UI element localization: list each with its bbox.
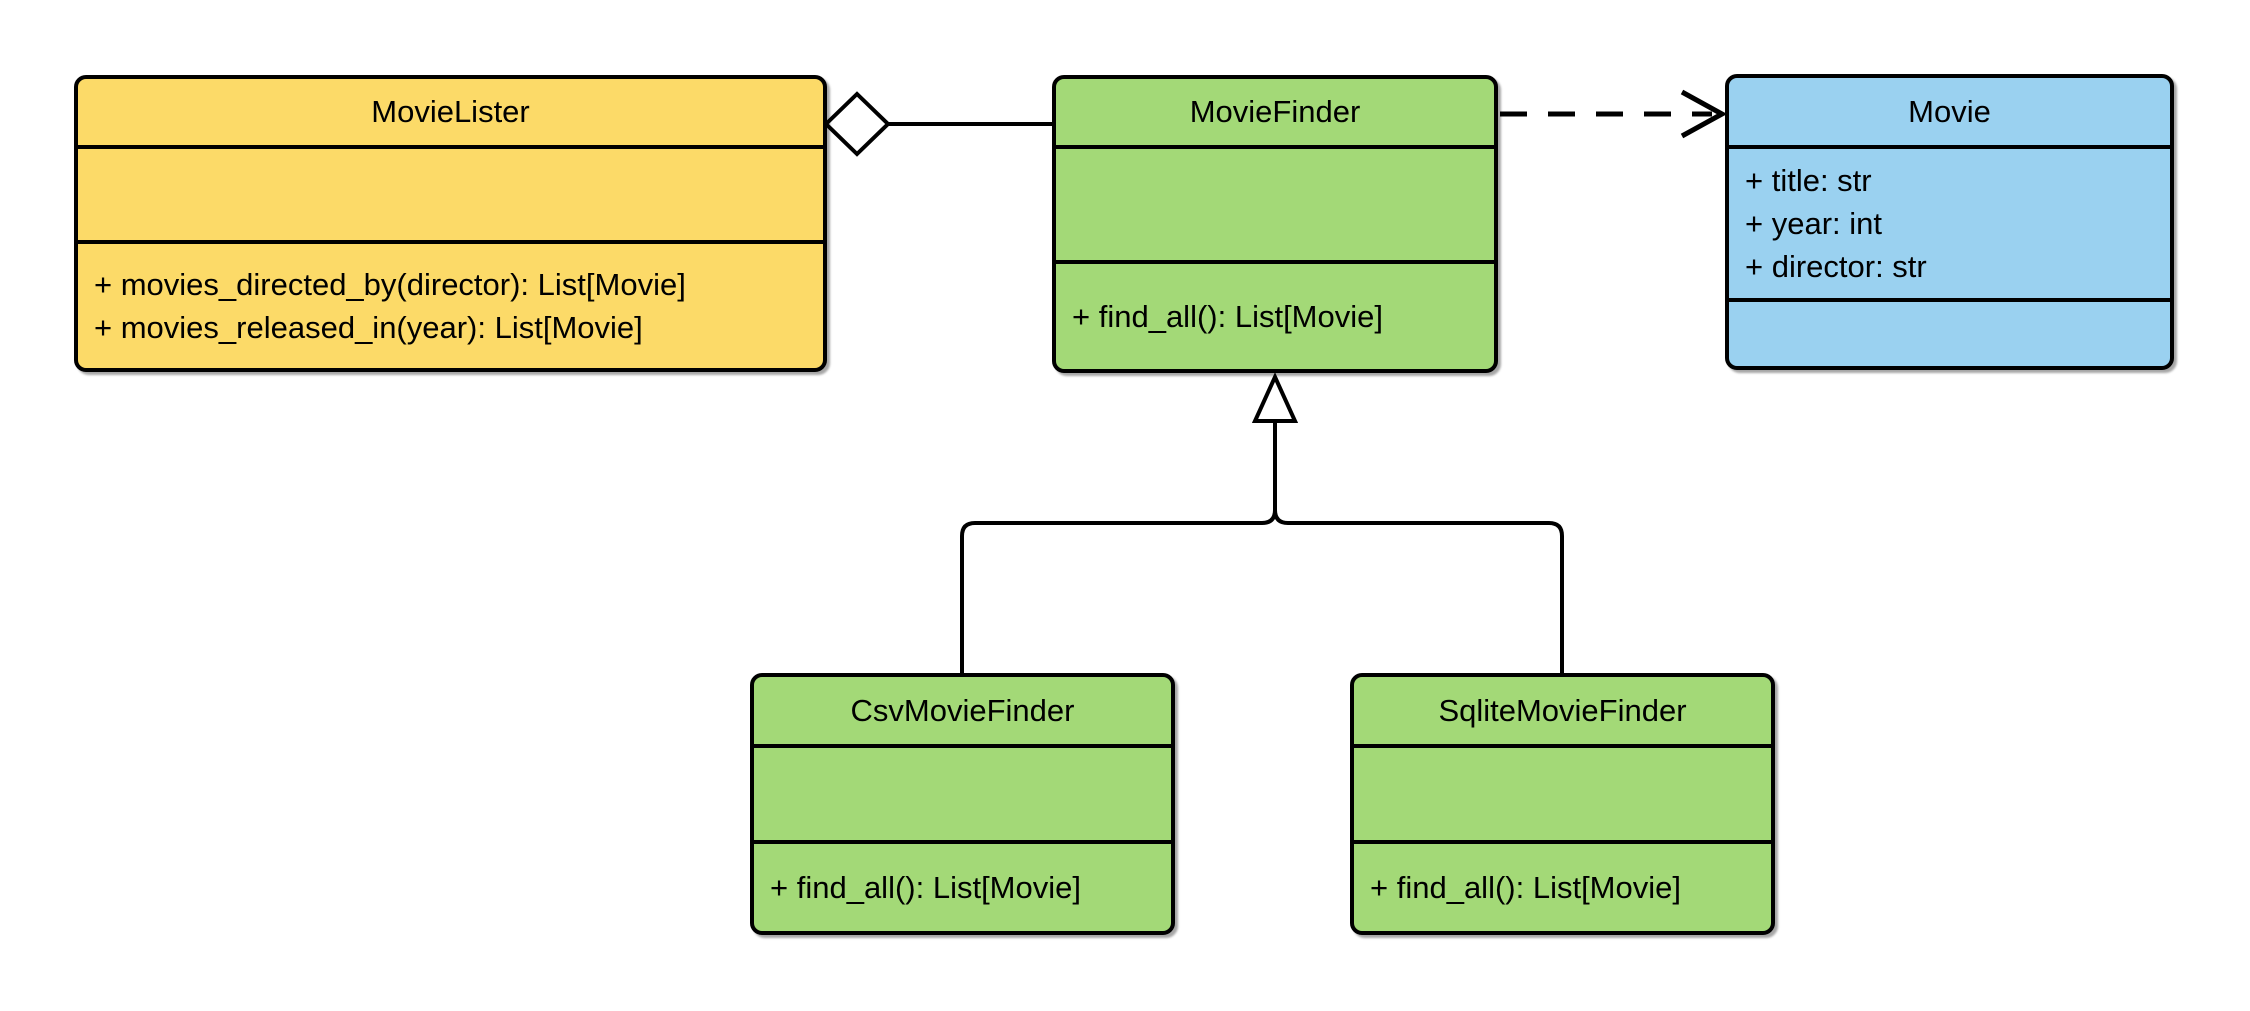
title-compartment: CsvMovieFinder <box>754 677 1171 744</box>
class-name: Movie <box>1908 93 1991 129</box>
methods-compartment: + find_all(): List[Movie] <box>1056 260 1494 369</box>
class-movielister[interactable]: MovieLister + movies_directed_by(directo… <box>74 75 827 372</box>
generalization-edge-sqlite <box>1273 421 1564 673</box>
methods-compartment: + find_all(): List[Movie] <box>754 840 1171 931</box>
generalization-edge-csv <box>960 421 1277 673</box>
method: + movies_released_in(year): List[Movie] <box>94 310 643 345</box>
title-compartment: MovieLister <box>78 79 823 145</box>
class-sqlitemoviefinder[interactable]: SqliteMovieFinder + find_all(): List[Mov… <box>1350 673 1775 935</box>
method: + movies_directed_by(director): List[Mov… <box>94 267 686 302</box>
attributes-compartment <box>1354 744 1771 840</box>
attributes-compartment: + title: str + year: int + director: str <box>1729 145 2170 298</box>
attribute: + director: str <box>1745 249 1927 284</box>
class-name: MovieFinder <box>1189 94 1361 129</box>
attribute: + title: str <box>1745 163 1872 198</box>
aggregation-connector[interactable] <box>823 91 1052 157</box>
class-name: CsvMovieFinder <box>850 692 1075 728</box>
method: + find_all(): List[Movie] <box>1370 870 1681 905</box>
attributes-compartment <box>754 744 1171 840</box>
class-movie[interactable]: Movie + title: str + year: int + directo… <box>1725 74 2174 370</box>
generalization-tree[interactable] <box>960 372 1564 673</box>
title-compartment: MovieFinder <box>1056 79 1494 145</box>
method: + find_all(): List[Movie] <box>770 870 1081 905</box>
methods-compartment: + movies_directed_by(director): List[Mov… <box>78 240 823 368</box>
methods-compartment <box>1729 298 2170 366</box>
class-name: MovieLister <box>371 94 530 129</box>
title-compartment: Movie <box>1729 78 2170 145</box>
attributes-compartment <box>78 145 823 240</box>
class-name: SqliteMovieFinder <box>1438 692 1687 728</box>
aggregation-diamond-icon <box>823 91 891 157</box>
title-compartment: SqliteMovieFinder <box>1354 677 1771 744</box>
dependency-arrowhead-icon <box>1680 89 1728 139</box>
method: + find_all(): List[Movie] <box>1072 299 1383 334</box>
attributes-compartment <box>1056 145 1494 260</box>
methods-compartment: + find_all(): List[Movie] <box>1354 840 1771 931</box>
dependency-connector[interactable] <box>1500 89 1728 139</box>
class-csvmoviefinder[interactable]: CsvMovieFinder + find_all(): List[Movie] <box>750 673 1175 935</box>
class-moviefinder[interactable]: MovieFinder + find_all(): List[Movie] <box>1052 75 1498 373</box>
generalization-triangle-icon <box>1251 372 1299 423</box>
attribute: + year: int <box>1745 206 1882 241</box>
